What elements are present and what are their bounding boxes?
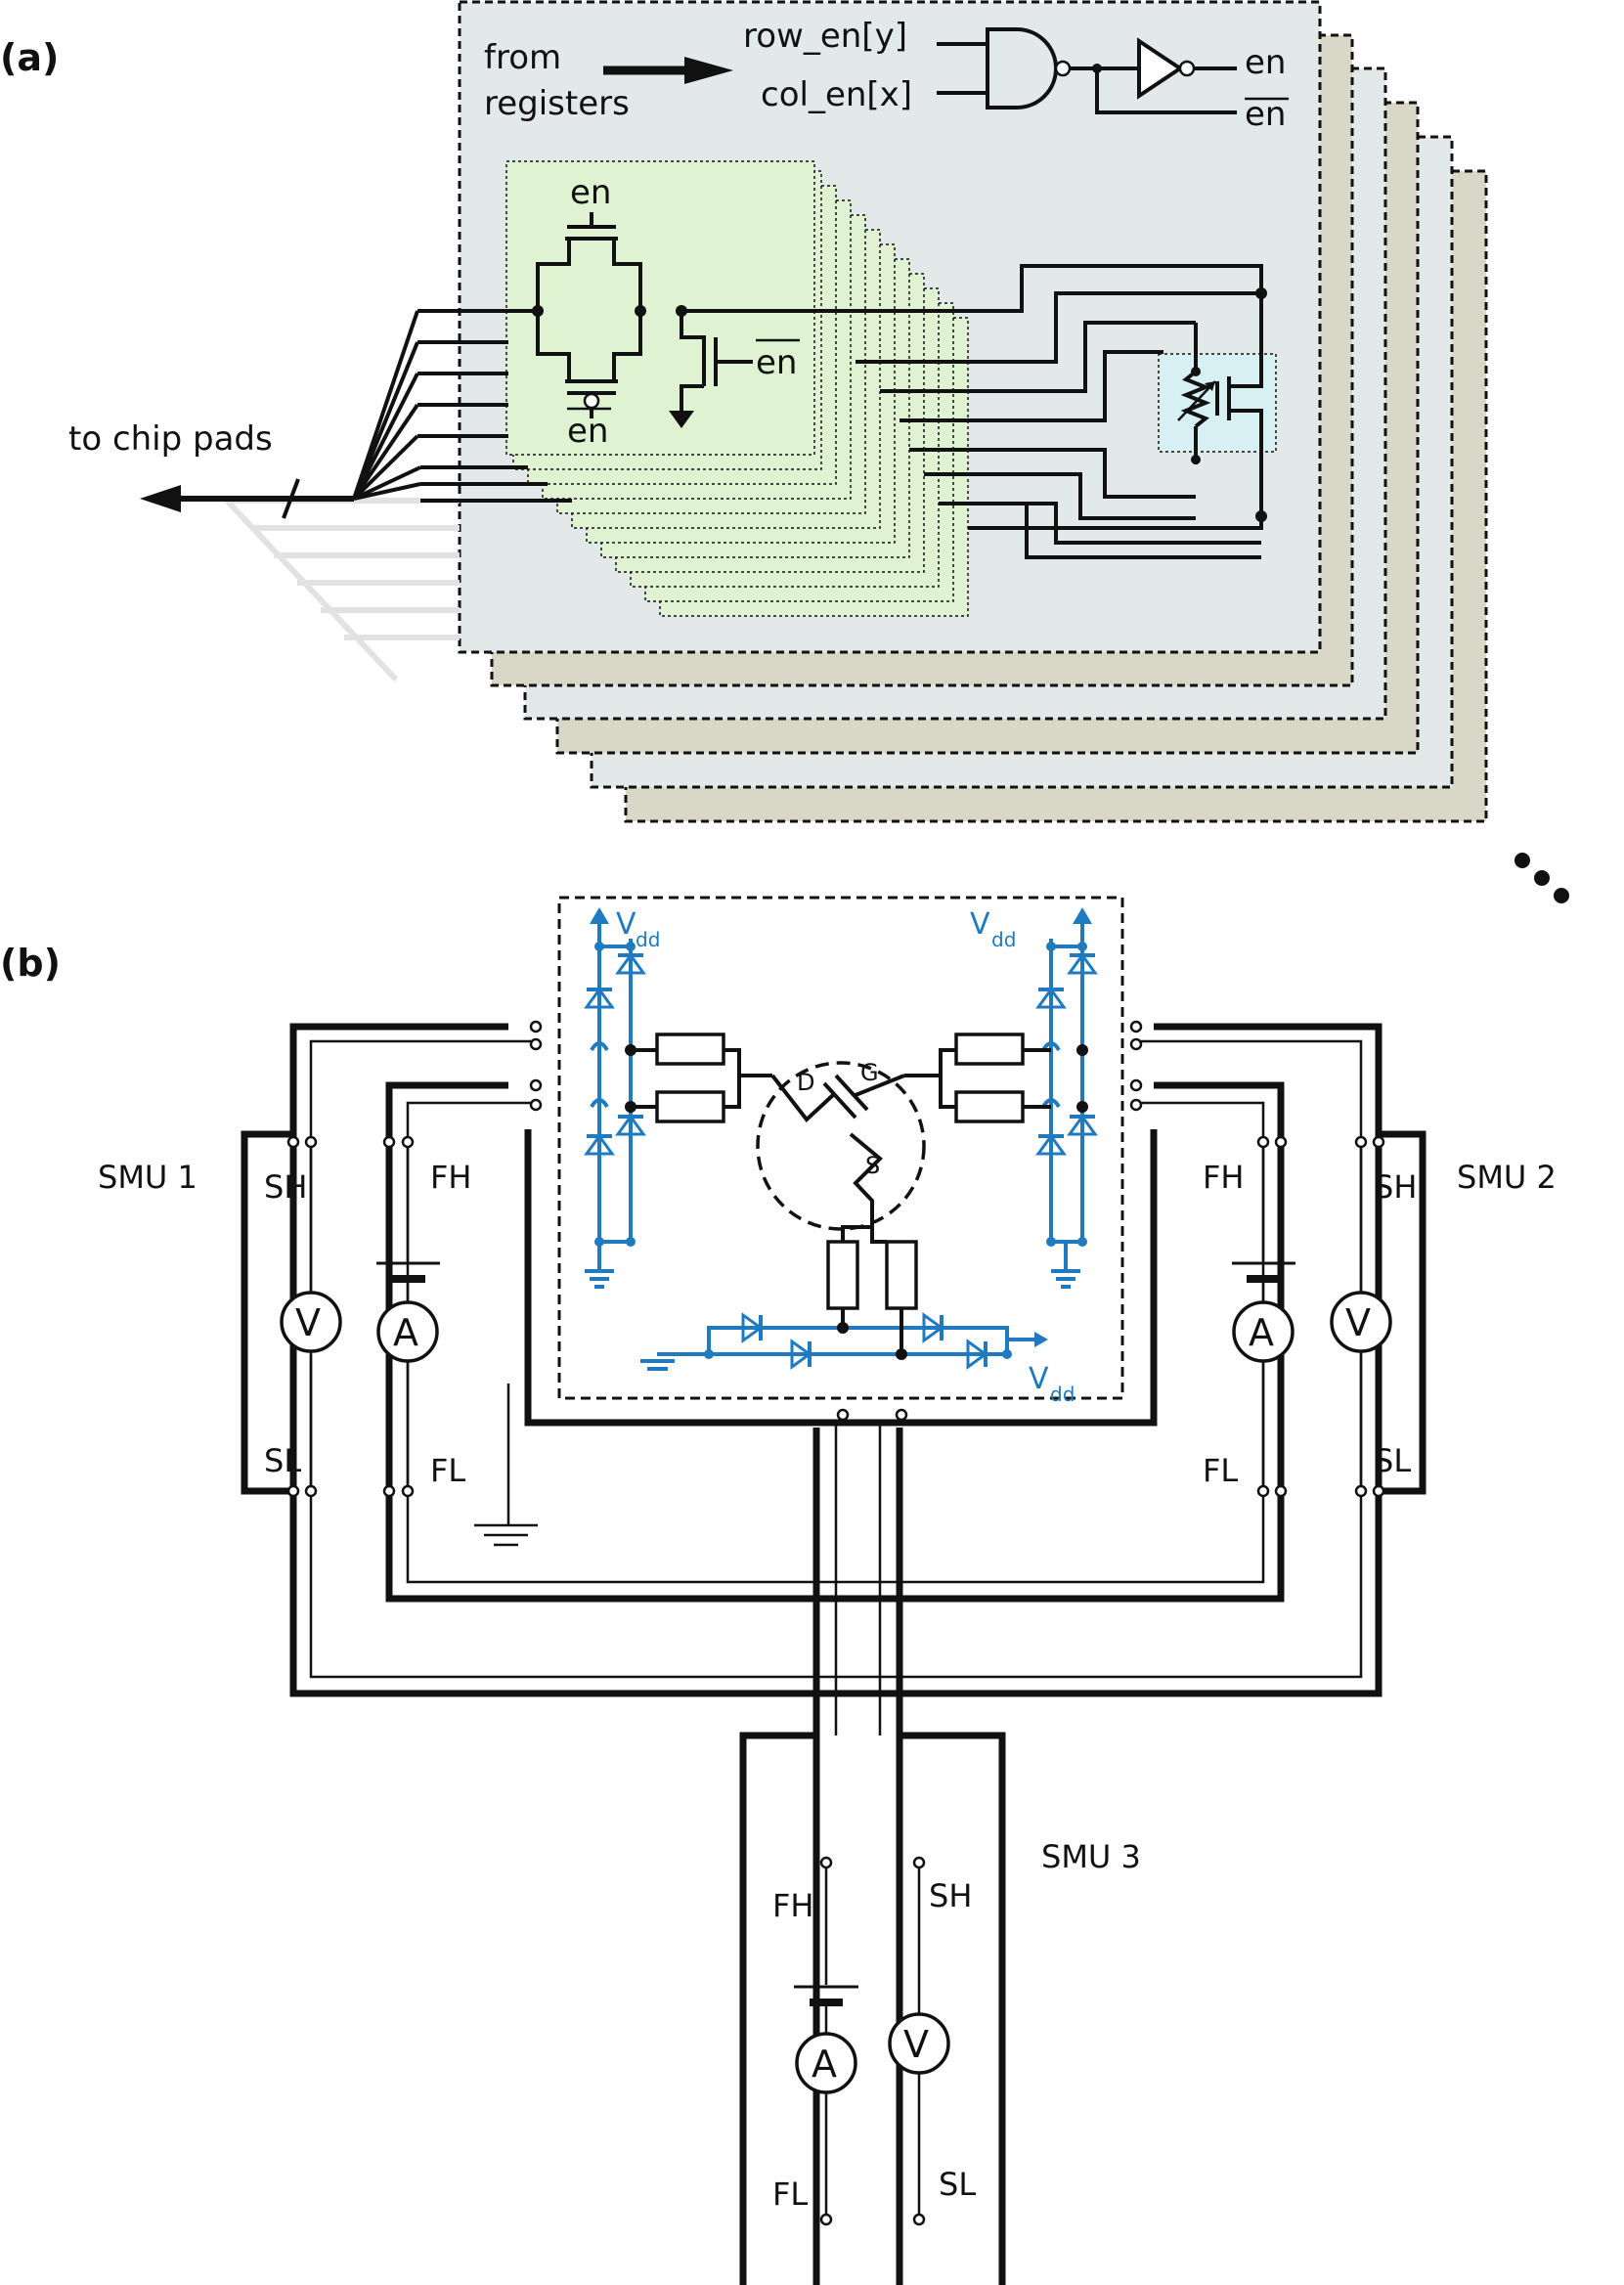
tg-en-bar-label: en — [567, 412, 608, 451]
left-esd-network: V dd — [584, 907, 660, 1289]
source-label: S — [865, 1152, 880, 1179]
en-out-label: en — [1245, 43, 1286, 82]
dut-cell — [1158, 293, 1277, 516]
smu2-fh-label: FH — [1203, 1159, 1244, 1196]
smu2-sh-label: SH — [1374, 1168, 1417, 1206]
smu3-sl-label: SL — [939, 2166, 976, 2203]
bottom-vdd-label: V — [1029, 1362, 1049, 1396]
left-vdd-sub: dd — [636, 928, 660, 951]
protection-box — [557, 896, 1124, 1400]
smu1-sl-label: SL — [264, 1442, 301, 1479]
smu1-fl-label: FL — [430, 1452, 465, 1489]
chip-pad-bundle: to chip pads — [68, 309, 572, 519]
smu1-frame: SMU 1 SH FH SL FL V A — [98, 1020, 543, 1547]
smu3-v-label: V — [903, 2023, 929, 2066]
enable-logic: from registers row_en[y] col_en[x] en en — [484, 17, 1289, 134]
stack-ellipsis — [1514, 853, 1569, 903]
smu3-fh-label: FH — [772, 1887, 813, 1924]
smu2-sl-label: SL — [1374, 1442, 1411, 1479]
ghost-pad-lines — [224, 498, 460, 682]
pulldown-en-bar-label: en — [756, 343, 797, 382]
gate-label: G — [860, 1059, 879, 1086]
smu1-cabling — [289, 1023, 1383, 2285]
transistor-envelope — [756, 1061, 926, 1231]
chip-pad-arrow — [140, 485, 181, 512]
transmission-gate: en en en — [532, 173, 800, 451]
smu1-v-label: V — [295, 1301, 321, 1344]
to-chip-pads-label: to chip pads — [68, 419, 273, 459]
inverter-gate — [1137, 37, 1184, 100]
from-label: from — [484, 38, 561, 77]
smu1-a-label: A — [393, 1311, 418, 1354]
smu1-label: SMU 1 — [98, 1159, 198, 1196]
panel-b-label: (b) — [0, 942, 61, 985]
smu2-label: SMU 2 — [1457, 1159, 1557, 1196]
smu1-sh-label: SH — [264, 1168, 307, 1206]
smu3-fl-label: FL — [772, 2175, 808, 2213]
mux-stack — [505, 160, 969, 617]
smu3-a-label: A — [812, 2043, 837, 2086]
register-arrow-head — [684, 57, 733, 84]
drain-label: D — [797, 1069, 814, 1096]
right-esd-network: V dd — [970, 907, 1098, 1289]
row-en-label: row_en[y] — [743, 17, 907, 56]
right-vdd-label: V — [970, 907, 990, 942]
smu3-frame: SMU 3 FH SH FL SL A V — [739, 1408, 1141, 2285]
smu1-fh-label: FH — [430, 1159, 471, 1196]
bottom-vdd-sub: dd — [1050, 1383, 1075, 1406]
smu2-frame: SMU 2 SH FH SL FL V A — [1129, 1020, 1557, 1498]
right-vdd-sub: dd — [991, 928, 1016, 951]
bottom-esd-network: V dd — [640, 1312, 1075, 1406]
front-mux — [505, 160, 815, 456]
col-en-label: col_en[x] — [761, 75, 912, 114]
tg-en-label: en — [570, 173, 611, 212]
panel-a-label: (a) — [0, 36, 59, 79]
registers-label: registers — [484, 84, 630, 123]
en-bar-out-label: en — [1245, 95, 1286, 134]
left-vdd-label: V — [616, 907, 636, 942]
dut-transistor-circuit: D G S — [631, 1033, 1051, 1354]
smu2-v-label: V — [1345, 1301, 1371, 1344]
smu2-fl-label: FL — [1203, 1452, 1238, 1489]
smu3-label: SMU 3 — [1041, 1838, 1141, 1875]
smu1-voltmeter — [280, 1291, 342, 1353]
smu2-a-label: A — [1249, 1311, 1274, 1354]
smu3-sh-label: SH — [929, 1877, 972, 1914]
smu2-voltmeter — [1330, 1291, 1392, 1353]
